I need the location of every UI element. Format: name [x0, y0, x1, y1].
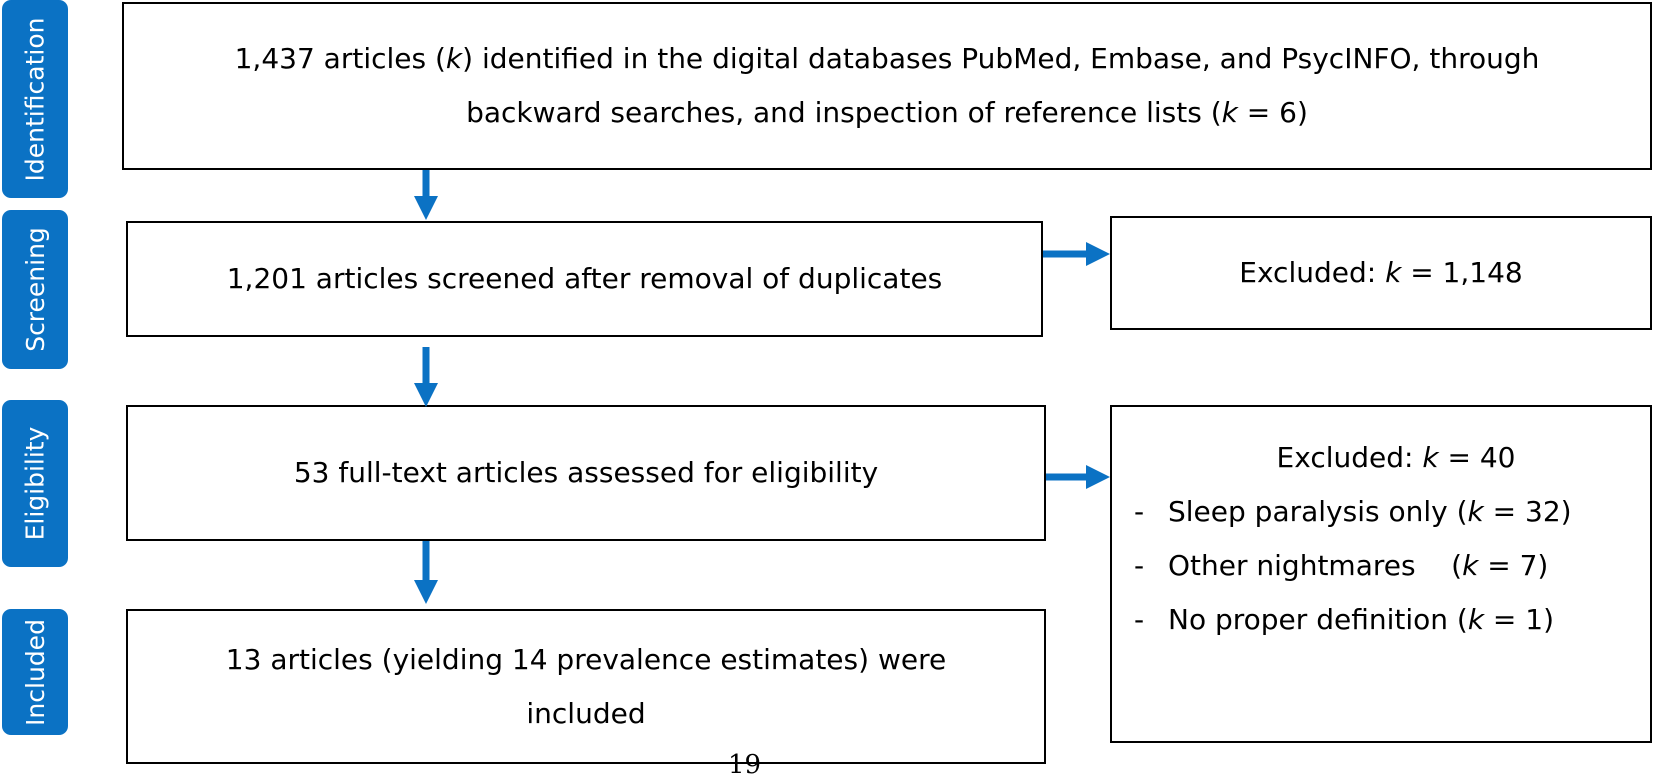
- identification-text: 1,437 articles (k) identified in the dig…: [235, 32, 1540, 140]
- exclusion-reason-item: -No proper definition (k = 1): [1112, 593, 1650, 647]
- exclusion-reason-label: Other nightmares (: [1168, 549, 1463, 582]
- included-text: 13 articles (yielding 14 prevalence esti…: [226, 633, 946, 741]
- stage-tab-eligibility: Eligibility: [2, 400, 68, 567]
- exclusion-reason-count: = 1): [1484, 603, 1555, 636]
- eligibility-box: 53 full-text articles assessed for eligi…: [126, 405, 1046, 541]
- k-symbol: k: [1385, 256, 1402, 289]
- exclusion-reason-item: -Sleep paralysis only (k = 32): [1112, 485, 1650, 539]
- eligibility-text: 53 full-text articles assessed for eligi…: [293, 456, 879, 489]
- arrow-head-down: [414, 383, 438, 407]
- included-line-1: 13 articles (yielding 14 prevalence esti…: [225, 642, 947, 676]
- identification-line-2-start: backward searches, and inspection of ref…: [466, 96, 1222, 129]
- k-symbol: k: [1221, 96, 1238, 129]
- exclusion-reason-label: Sleep paralysis only (: [1168, 495, 1468, 528]
- arrow-head-down: [414, 580, 438, 604]
- excluded-screening-count: = 1,148: [1401, 256, 1523, 289]
- exclusion-reason-label: No proper definition (: [1168, 603, 1468, 636]
- arrow-head-down: [414, 196, 438, 220]
- excluded-eligibility-prefix: Excluded:: [1276, 441, 1423, 474]
- k-symbol: k: [1467, 495, 1484, 528]
- excluded-screening-prefix: Excluded:: [1239, 256, 1386, 289]
- excluded-eligibility-count: = 40: [1438, 441, 1516, 474]
- excluded-eligibility-title: Excluded: k = 40: [1142, 431, 1650, 485]
- exclusion-reason-count: = 32): [1483, 495, 1572, 528]
- identification-line-2: backward searches, and inspection of ref…: [235, 86, 1540, 140]
- excluded-screening-box: Excluded: k = 1,148: [1110, 216, 1652, 330]
- stage-tab-included: Included: [2, 609, 68, 735]
- arrow-head-right: [1086, 465, 1110, 489]
- identification-line-1-start: 1,437 articles (: [234, 42, 446, 75]
- identification-line-1-end: ) identified in the digital databases Pu…: [462, 42, 1540, 75]
- identification-line-1: 1,437 articles (k) identified in the dig…: [235, 32, 1540, 86]
- excluded-eligibility-box: Excluded: k = 40 -Sleep paralysis only (…: [1110, 405, 1652, 743]
- screening-text: 1,201 articles screened after removal of…: [226, 262, 943, 295]
- stage-tab-screening: Screening: [2, 210, 68, 369]
- identification-box: 1,437 articles (k) identified in the dig…: [122, 2, 1652, 170]
- k-symbol: k: [445, 42, 463, 75]
- list-dash: -: [1134, 549, 1145, 582]
- list-dash: -: [1134, 603, 1145, 636]
- included-line-2: included: [526, 696, 646, 730]
- exclusion-reason-count: = 7): [1478, 549, 1549, 582]
- k-symbol: k: [1467, 603, 1485, 636]
- k-symbol: k: [1422, 441, 1439, 474]
- screening-box: 1,201 articles screened after removal of…: [126, 221, 1043, 337]
- list-dash: -: [1134, 495, 1145, 528]
- page-number: 19: [728, 750, 762, 780]
- identification-line-2-end: = 6): [1237, 96, 1308, 129]
- excluded-screening-text: Excluded: k = 1,148: [1239, 246, 1522, 300]
- included-box: 13 articles (yielding 14 prevalence esti…: [126, 609, 1046, 764]
- arrow-head-right: [1086, 242, 1110, 266]
- k-symbol: k: [1462, 549, 1479, 582]
- exclusion-reason-item: -Other nightmares (k = 7): [1112, 539, 1650, 593]
- stage-tab-identification: Identification: [2, 0, 68, 198]
